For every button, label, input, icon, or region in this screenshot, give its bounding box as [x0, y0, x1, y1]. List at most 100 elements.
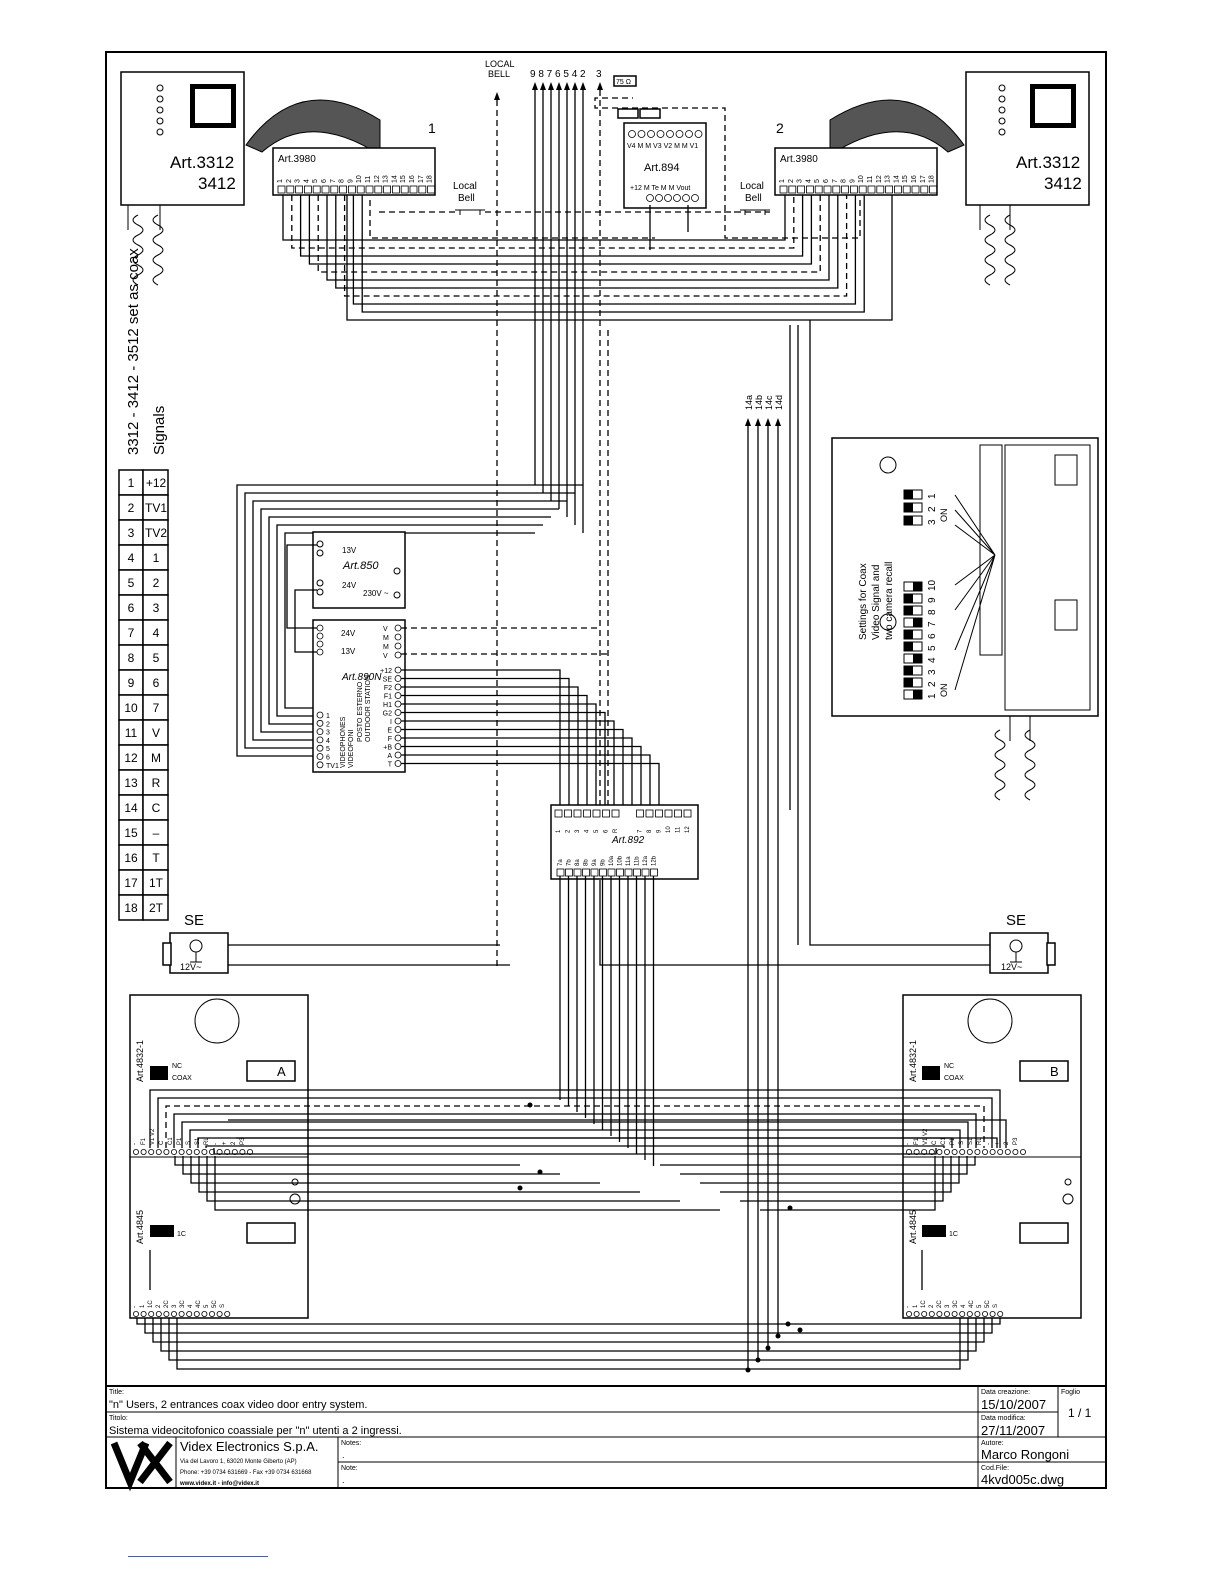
svg-text:TV1: TV1 [326, 763, 339, 770]
svg-text:7b: 7b [567, 859, 573, 866]
monitor-left-article: Art.3312 [170, 153, 234, 172]
svg-text:P1: P1 [950, 1137, 956, 1145]
svg-text:1C: 1C [949, 1231, 958, 1238]
svg-text:1: 1 [927, 693, 938, 699]
svg-text:8b: 8b [584, 859, 590, 866]
svg-text:3: 3 [575, 829, 581, 833]
svg-text:S: S [220, 1304, 226, 1308]
svg-text:3: 3 [945, 1304, 951, 1308]
videx-logo [110, 1440, 173, 1492]
terminal-label: 7 [330, 179, 337, 183]
svg-text:RL: RL [204, 1137, 210, 1145]
svg-text:3: 3 [326, 730, 330, 737]
svg-text:13V: 13V [342, 546, 357, 555]
svg-text:1: 1 [140, 1304, 146, 1308]
terminal-label: 3 [295, 179, 302, 183]
svg-text:11: 11 [676, 826, 682, 833]
side-title-line1: 3312 - 3412 - 3512 set as coax [125, 248, 142, 455]
terminal-label: 7 [832, 179, 839, 183]
terminal-label: 12 [374, 175, 381, 183]
svg-text:A: A [387, 753, 392, 760]
svg-text:1: 1 [556, 829, 562, 833]
svg-text:ON: ON [939, 509, 949, 523]
terminal-label: 4 [805, 179, 812, 183]
svg-text:V: V [383, 626, 388, 633]
svg-text:3: 3 [172, 1304, 178, 1308]
svg-text:RL: RL [977, 1137, 983, 1145]
svg-text:SE: SE [1006, 912, 1026, 929]
svg-text:SE: SE [383, 677, 393, 684]
terminal-label: 4 [303, 179, 310, 183]
sheet-value: 1 / 1 [1068, 1406, 1092, 1420]
terminal-label: 3 [797, 179, 804, 183]
terminal-label: 13 [383, 175, 390, 183]
terminal-label: 15 [902, 175, 909, 183]
svg-text:C1: C1 [941, 1137, 947, 1145]
terminal-label: 6 [823, 179, 830, 183]
top-output-numbers: 9 8 7 6 5 4 2 [530, 69, 586, 80]
svg-text:12: 12 [685, 826, 691, 833]
signal-name: T [152, 851, 160, 865]
signal-name: 6 [153, 676, 160, 690]
svg-text:F1: F1 [914, 1137, 920, 1145]
svg-text:3: 3 [927, 519, 938, 525]
terminal-label: 14 [391, 175, 398, 183]
svg-text:S: S [959, 1141, 965, 1145]
terminal-label: 8 [339, 179, 346, 183]
monitor-left: Art.3312 3412 [120, 71, 245, 286]
terminal-label: 8 [841, 179, 848, 183]
svg-text:1C: 1C [148, 1300, 154, 1308]
svg-text:3C: 3C [953, 1300, 959, 1308]
author-value: Marco Rongoni [981, 1447, 1069, 1462]
svg-text:6: 6 [927, 633, 938, 639]
svg-text:G2: G2 [383, 711, 392, 718]
modified-value: 27/11/2007 [981, 1423, 1045, 1438]
svg-text:Bell: Bell [458, 193, 475, 204]
signal-name: 4 [153, 626, 160, 640]
terminal-label: 16 [911, 175, 918, 183]
svg-text:M: M [383, 644, 389, 651]
titolo-text: Sistema videocitofonico coassiale per "n… [109, 1425, 402, 1437]
file-label: Cod.File: [981, 1465, 1009, 1472]
signal-name: R [152, 776, 161, 790]
signal-name: C [152, 801, 161, 815]
svg-text:7: 7 [927, 621, 938, 627]
top-local-bell-2: BELL [488, 69, 510, 79]
svg-text:S1: S1 [968, 1137, 974, 1145]
signal-number: 17 [124, 876, 138, 890]
top-arrows [494, 82, 603, 100]
svg-text:R: R [613, 828, 619, 833]
terminal-label: 11 [867, 176, 874, 183]
svg-text:-: - [905, 1306, 911, 1308]
svg-text:24V: 24V [341, 629, 356, 638]
svg-text:Art.850: Art.850 [342, 560, 379, 572]
file-value: 4kvd005c.dwg [981, 1472, 1064, 1487]
svg-text:V1 V2: V1 V2 [150, 1128, 156, 1145]
svg-text:SE: SE [184, 912, 204, 929]
signal-name: V [152, 726, 160, 740]
svg-text:POSTO ESTERNO: POSTO ESTERNO [357, 681, 364, 742]
signal-name: 2T [149, 901, 164, 915]
svg-text:Local: Local [453, 181, 477, 192]
signal-number: 4 [128, 551, 135, 565]
svg-text:P3: P3 [1013, 1137, 1019, 1145]
monitor-right: Art.3312 3412 [965, 71, 1090, 286]
svg-text:+: + [222, 1141, 228, 1145]
svg-text:24V: 24V [342, 581, 357, 590]
svg-text:5: 5 [594, 829, 600, 833]
svg-text:2: 2 [231, 1141, 237, 1145]
svg-text:10: 10 [666, 826, 672, 833]
footer-link-underline [128, 1556, 268, 1557]
svg-text:-: - [986, 1143, 992, 1145]
svg-text:Art.4832-1: Art.4832-1 [135, 1040, 145, 1082]
terminal-label: 9 [849, 179, 856, 183]
terminal-label: 2 [788, 179, 795, 183]
svg-text:5C: 5C [985, 1300, 991, 1308]
local-bell-left: Local Bell [453, 181, 485, 215]
svg-text:12a: 12a [643, 855, 649, 866]
svg-text:5: 5 [204, 1304, 210, 1308]
svg-text:8: 8 [647, 829, 653, 833]
